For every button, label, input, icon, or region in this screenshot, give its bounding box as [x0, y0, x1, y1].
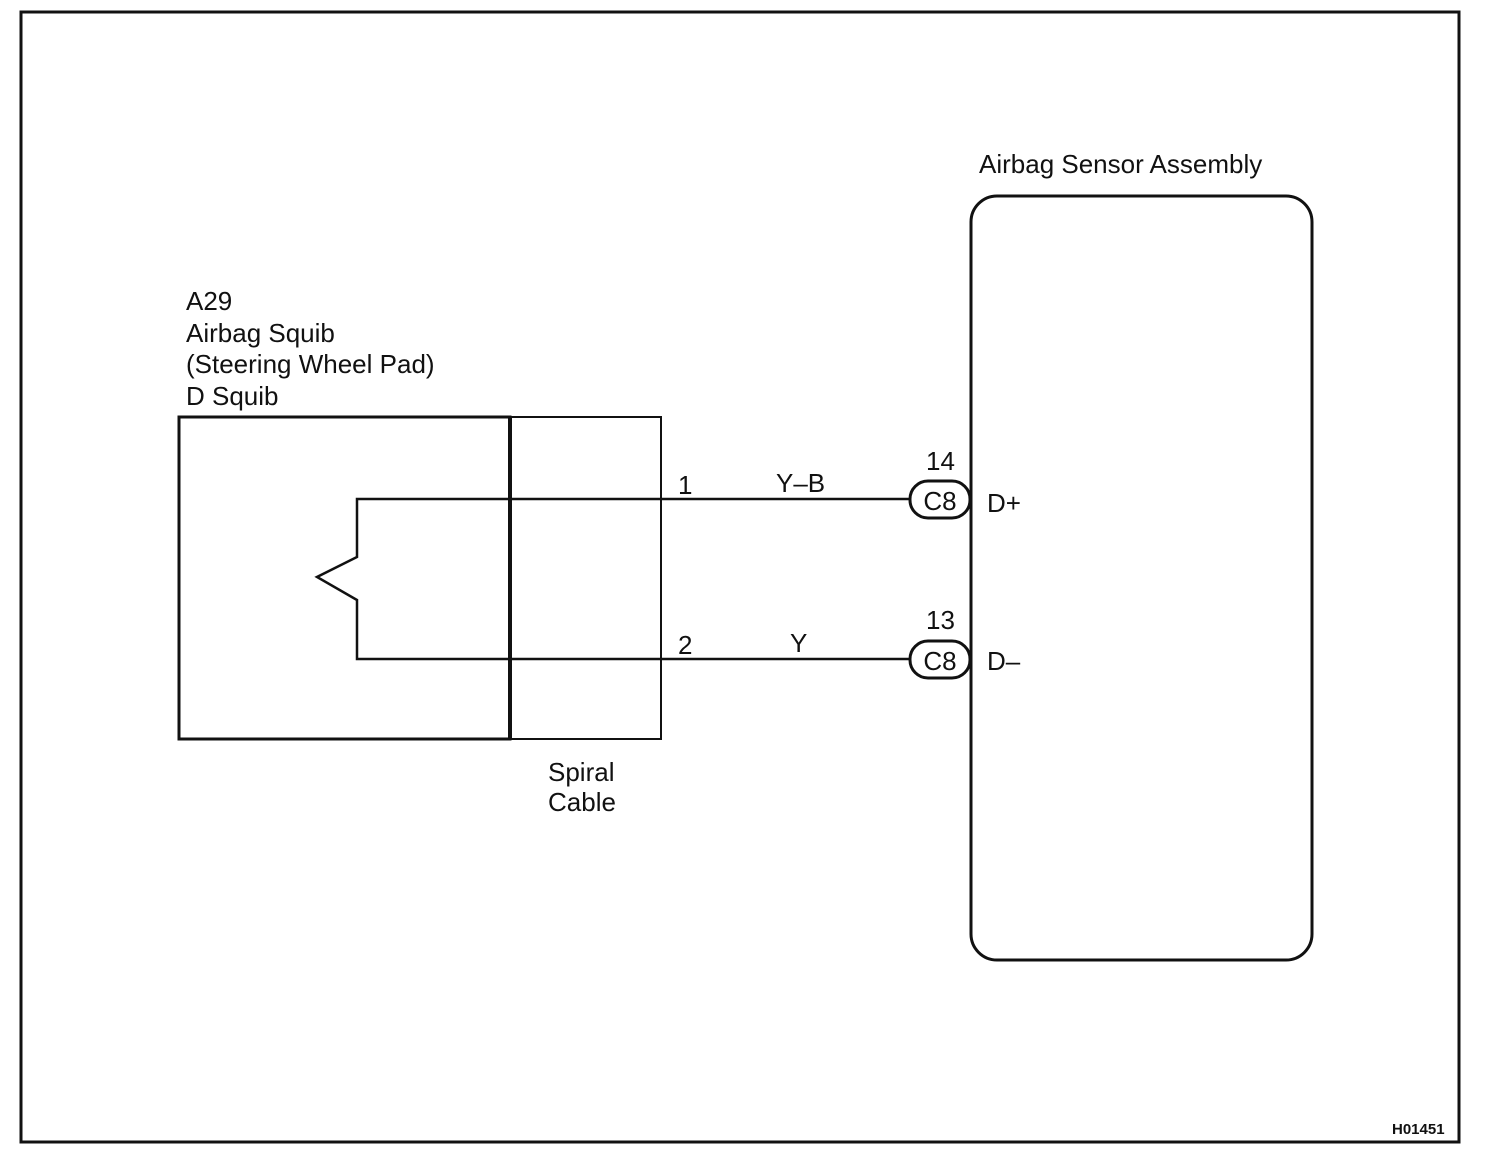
connector-c8-lower-label: C8 — [923, 646, 956, 676]
squib-code: A29 — [186, 286, 232, 316]
sensor-assembly-title: Airbag Sensor Assembly — [979, 149, 1262, 179]
squib-box — [177, 415, 512, 741]
wire-1-pin: 1 — [678, 470, 692, 500]
terminal-d-minus: D– — [987, 646, 1021, 676]
wire-2-pin: 2 — [678, 630, 692, 660]
terminal-d-plus: D+ — [987, 488, 1021, 518]
spiral-cable-label-line2: Cable — [548, 787, 616, 817]
wire-1-terminal-number: 14 — [926, 446, 955, 476]
wire-1-color: Y–B — [776, 468, 825, 498]
connector-c8-upper-label: C8 — [923, 486, 956, 516]
squib-name: Airbag Squib — [186, 318, 335, 348]
spiral-cable-label-line1: Spiral — [548, 757, 614, 787]
squib-type: D Squib — [186, 381, 279, 411]
sensor-assembly-box — [969, 194, 1314, 962]
figure-code: H01451 — [1392, 1121, 1445, 1138]
spiral-cable-box — [509, 416, 662, 740]
diagram-frame — [19, 10, 1461, 1144]
wire-2-terminal-number: 13 — [926, 605, 955, 635]
squib-location: (Steering Wheel Pad) — [186, 349, 435, 379]
squib-element-symbol — [314, 497, 910, 661]
wire-2-color: Y — [790, 628, 807, 658]
